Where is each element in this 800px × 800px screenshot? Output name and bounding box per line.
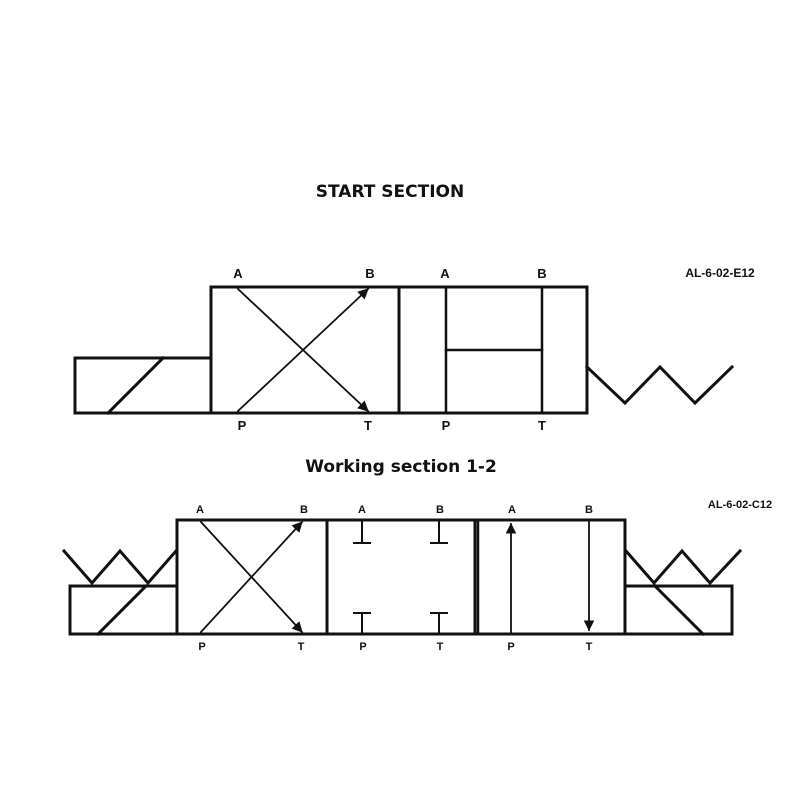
start-spring bbox=[584, 364, 735, 406]
port-label-b: B bbox=[537, 266, 546, 281]
port-label-p: P bbox=[442, 418, 451, 433]
port-label-p: P bbox=[507, 641, 514, 653]
port-label-a: A bbox=[358, 504, 366, 516]
port-label-a: A bbox=[233, 266, 243, 281]
working-envelope-crossed: A B P T bbox=[175, 504, 329, 653]
working-envelope-parallel: A B P T bbox=[473, 504, 627, 653]
port-label-p: P bbox=[238, 418, 247, 433]
working-right-spring bbox=[623, 548, 743, 586]
port-label-a: A bbox=[508, 504, 516, 516]
working-section: Working section 1-2 AL-6-02-C12 A B P T bbox=[61, 457, 772, 653]
port-label-b: B bbox=[365, 266, 374, 281]
start-section: START SECTION AL-6-02-E12 A B P T A B P … bbox=[73, 182, 755, 433]
port-label-b: B bbox=[585, 504, 593, 516]
start-section-code: AL-6-02-E12 bbox=[685, 266, 755, 280]
port-label-t: T bbox=[298, 641, 305, 653]
start-section-title: START SECTION bbox=[316, 182, 464, 202]
working-envelope-blocked: A B P T bbox=[325, 504, 477, 653]
working-left-spring bbox=[61, 548, 179, 586]
start-manual-actuator bbox=[73, 355, 213, 416]
port-label-p: P bbox=[359, 641, 366, 653]
port-label-a: A bbox=[440, 266, 450, 281]
working-left-actuator bbox=[61, 548, 179, 637]
port-label-b: B bbox=[300, 504, 308, 516]
port-label-p: P bbox=[198, 641, 205, 653]
port-label-t: T bbox=[538, 418, 546, 433]
port-label-t: T bbox=[586, 641, 593, 653]
port-label-a: A bbox=[196, 504, 204, 516]
start-envelope-float: A B P T bbox=[397, 266, 589, 433]
working-section-code: AL-6-02-C12 bbox=[708, 499, 772, 511]
port-label-t: T bbox=[364, 418, 372, 433]
port-label-b: B bbox=[436, 504, 444, 516]
port-label-t: T bbox=[437, 641, 444, 653]
start-envelope-crossed: A B P T bbox=[209, 266, 401, 433]
working-section-title: Working section 1-2 bbox=[305, 457, 497, 477]
working-right-actuator bbox=[623, 548, 743, 637]
